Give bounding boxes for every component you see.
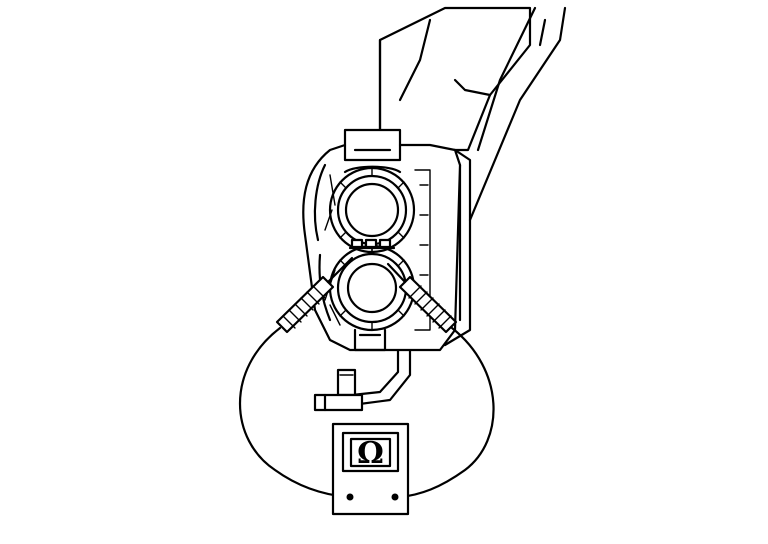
right-test-probe [388, 264, 456, 332]
ohm-symbol-icon: Ω [357, 436, 384, 471]
left-test-probe [277, 258, 352, 332]
center-terminals [352, 240, 390, 247]
meter-terminal-left [347, 494, 353, 500]
mounting-bolt [315, 370, 362, 410]
ohmmeter: Ω [333, 424, 408, 514]
meter-terminal-right [392, 494, 398, 500]
test-leads [240, 328, 494, 497]
